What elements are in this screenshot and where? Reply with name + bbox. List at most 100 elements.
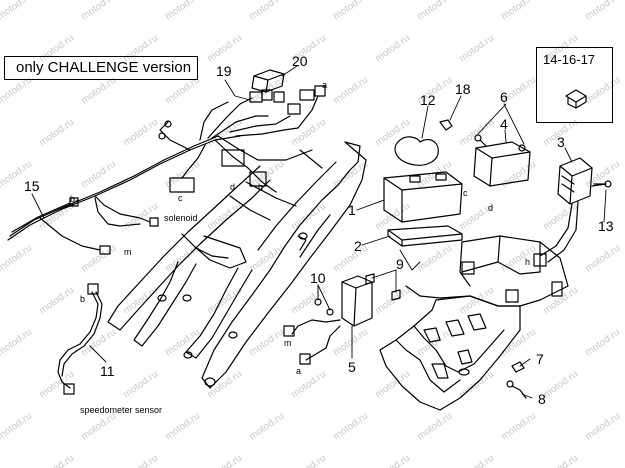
watermark-text: motod.ru — [163, 327, 202, 359]
watermark-text: motod.ru — [373, 117, 412, 149]
watermark-text: motod.ru — [583, 0, 622, 22]
callout-4: 4 — [500, 116, 508, 132]
screw-drawing — [506, 180, 612, 399]
watermark-text: motod.ru — [205, 33, 244, 65]
watermark-text: motod.ru — [373, 285, 412, 317]
watermark-text: motod.ru — [499, 411, 538, 443]
watermark-text: motod.ru — [289, 117, 328, 149]
connector-a-harness: a — [322, 80, 328, 90]
watermark-text: motod.ru — [331, 0, 370, 22]
bracket-drawing — [365, 273, 401, 301]
connector-d-harness: d — [230, 182, 236, 192]
watermark-text: motod.ru — [247, 411, 286, 443]
frame-drawing — [107, 141, 367, 389]
wiring-harness-drawing — [7, 85, 326, 255]
watermark-text: motod.ru — [247, 0, 286, 22]
watermark-text: motod.ru — [289, 285, 328, 317]
inset-fuse-drawing — [565, 89, 587, 109]
watermark-text: motod.ru — [583, 243, 622, 275]
edition-note: only CHALLENGE version — [16, 59, 192, 76]
speedometer-cable-drawing — [57, 283, 103, 395]
callout-18: 18 — [455, 81, 471, 97]
watermark-text: motod.ru — [415, 411, 454, 443]
connector-b-harness: b — [70, 194, 76, 204]
watermark-text: motod.ru — [0, 327, 34, 359]
watermark-text: motod.ru — [163, 411, 202, 443]
callout-19: 19 — [216, 63, 232, 79]
watermark-text: motod.ru — [541, 201, 580, 233]
connector-c-control: c — [463, 188, 468, 198]
connector-c-harness: c — [178, 193, 183, 203]
fuse-drawing — [439, 119, 453, 131]
watermark-text: motod.ru — [37, 453, 76, 468]
callout-11: 11 — [100, 363, 115, 379]
watermark-text: motod.ru — [247, 243, 286, 275]
watermark-text: motod.ru — [79, 327, 118, 359]
connector-b-sensor: b — [80, 294, 86, 304]
watermark-text: motod.ru — [541, 369, 580, 401]
watermark-text: motod.ru — [499, 0, 538, 22]
watermark-text: motod.ru — [541, 453, 580, 468]
watermark-text: motod.ru — [457, 33, 496, 65]
watermark-text: motod.ru — [121, 453, 160, 468]
watermark-text: motod.ru — [373, 33, 412, 65]
watermark-text: motod.ru — [205, 285, 244, 317]
watermark-text: motod.ru — [457, 453, 496, 468]
relay-drawing — [251, 69, 285, 93]
callout-7: 7 — [536, 351, 544, 367]
watermark-text: motod.ru — [0, 0, 34, 22]
watermark-text: motod.ru — [0, 243, 34, 275]
watermark-text: motod.ru — [331, 75, 370, 107]
watermark-text: motod.ru — [499, 243, 538, 275]
connector-m-unit: m — [284, 338, 292, 348]
watermark-text: motod.ru — [121, 369, 160, 401]
watermark-text: motod.ru — [331, 243, 370, 275]
callout-3: 3 — [557, 134, 565, 150]
watermark-text: motod.ru — [37, 369, 76, 401]
callout-10: 10 — [310, 270, 326, 286]
callout-1: 1 — [348, 202, 356, 218]
watermark-text: motod.ru — [457, 117, 496, 149]
watermark-text: motod.ru — [457, 285, 496, 317]
connector-h-regulator: h — [525, 257, 531, 267]
watermark-text: motod.ru — [415, 0, 454, 22]
watermark-text: motod.ru — [289, 453, 328, 468]
callout-13: 13 — [598, 218, 614, 234]
battery-strap-drawing — [394, 136, 439, 166]
watermark-text: motod.ru — [415, 243, 454, 275]
inset-panel: 14-16-17 — [536, 47, 613, 123]
connector-d-control: d — [488, 203, 494, 213]
watermark-text: motod.ru — [37, 117, 76, 149]
callout-15: 15 — [24, 178, 40, 194]
connector-a-unit: a — [296, 366, 302, 376]
solenoid-label: solenoid — [164, 213, 198, 223]
inset-title: 14-16-17 — [543, 52, 596, 67]
callout-9: 9 — [396, 256, 404, 272]
watermark-text: motod.ru — [331, 327, 370, 359]
solenoid-unit-drawing — [283, 275, 373, 365]
speedometer-sensor-label: speedometer sensor — [80, 405, 163, 415]
watermark-text: motod.ru — [331, 411, 370, 443]
watermark-text: motod.ru — [205, 453, 244, 468]
watermark-text: motod.ru — [121, 201, 160, 233]
callout-20: 20 — [292, 53, 308, 69]
watermark-text: motod.ru — [415, 327, 454, 359]
connector-m-harness: m — [124, 247, 132, 257]
leader-lines — [31, 65, 607, 399]
watermark-text: motod.ru — [205, 201, 244, 233]
watermark-text: motod.ru — [373, 201, 412, 233]
connector-h-harness: h — [258, 182, 264, 192]
watermark-text: motod.ru — [499, 159, 538, 191]
watermark-text: motod.ru — [37, 285, 76, 317]
watermark-text: motod.ru — [373, 453, 412, 468]
edition-note-box: only CHALLENGE version — [4, 56, 198, 80]
watermark-text: motod.ru — [79, 411, 118, 443]
watermark-text: motod.ru — [163, 0, 202, 22]
battery-drawing — [383, 171, 463, 247]
callout-12: 12 — [420, 92, 436, 108]
regulator-drawing — [533, 157, 607, 267]
watermark-text: motod.ru — [121, 285, 160, 317]
callout-8: 8 — [538, 391, 546, 407]
